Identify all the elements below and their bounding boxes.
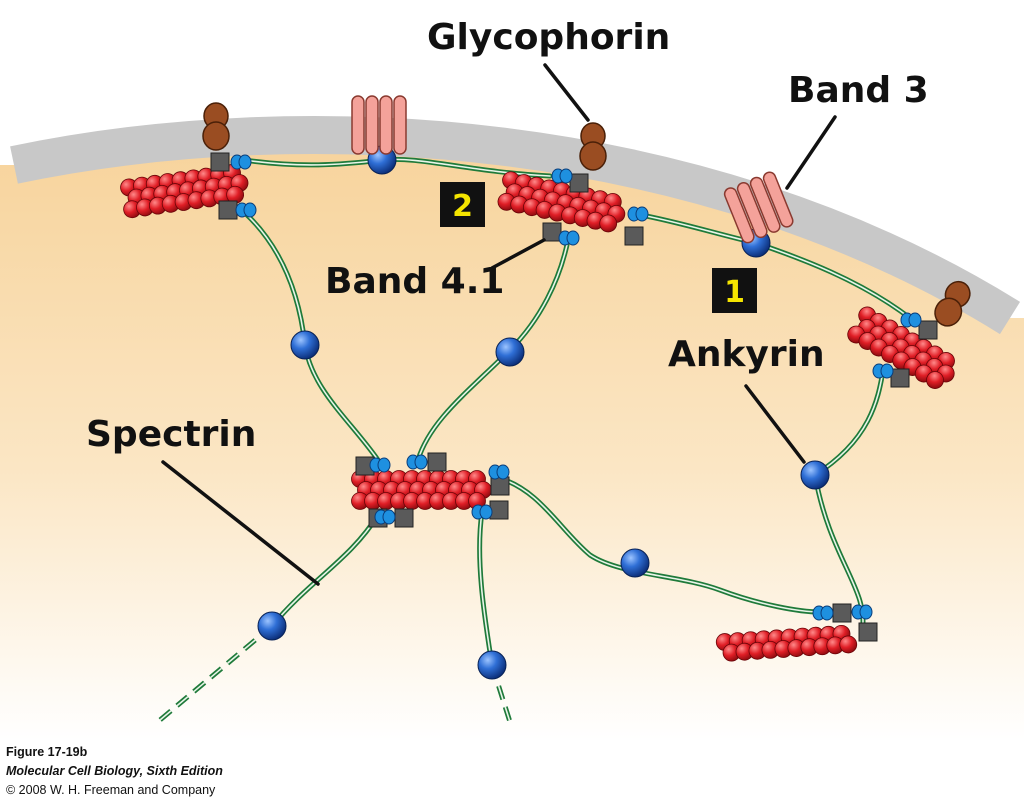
cytoplasm <box>0 135 1024 741</box>
spectrin-strand-core <box>814 370 884 476</box>
ankyrin-leader <box>744 384 806 464</box>
ankyrin-sphere <box>477 650 507 680</box>
band41-box <box>218 200 238 220</box>
band41-box <box>490 476 510 496</box>
band41-box <box>624 226 644 246</box>
badge-1-text: 1 <box>724 275 745 310</box>
band41-box <box>542 222 562 242</box>
band3-protein-left <box>351 95 407 155</box>
spectrin-strand-core <box>498 477 821 613</box>
band41-box <box>394 508 414 528</box>
figure-number: Figure 17-19b <box>6 745 88 759</box>
band3-leader <box>785 115 837 190</box>
actin-bead <box>926 371 944 389</box>
band41-box <box>918 320 938 340</box>
actin-filament-top-left <box>120 164 249 219</box>
adapter-bead <box>908 312 922 328</box>
band41-box <box>858 622 878 642</box>
band41-box <box>890 368 910 388</box>
label-ankyrin: Ankyrin <box>668 334 825 375</box>
actin-filament-bottom-right <box>715 624 858 662</box>
adapter-bead <box>880 363 894 379</box>
band41-leader <box>490 238 546 270</box>
ankyrin-sphere <box>257 611 287 641</box>
step-badge-1: 1 <box>712 268 757 313</box>
adapter-bead <box>238 154 252 170</box>
adapter-bead <box>559 168 573 184</box>
spectrin-strand-core <box>478 511 493 666</box>
band41-box <box>489 500 509 520</box>
actin-filament-center <box>351 470 492 510</box>
adapter-bead <box>479 504 493 520</box>
ankyrin-sphere <box>800 460 830 490</box>
adapter-bead <box>377 457 391 473</box>
actin-bead <box>839 635 858 654</box>
ankyrin-sphere <box>290 330 320 360</box>
band41-box <box>210 152 230 172</box>
glycophorin-protein-2 <box>579 122 607 171</box>
glycophorin-protein-3 <box>934 280 971 327</box>
adapter-bead <box>414 454 428 470</box>
label-glycophorin: Glycophorin <box>427 17 670 58</box>
actin-filaments <box>120 164 955 662</box>
spectrin-strand-core <box>271 514 379 627</box>
plasma-membrane <box>10 116 1021 335</box>
leader-lines <box>161 63 837 586</box>
book-title: Molecular Cell Biology, Sixth Edition <box>6 764 223 778</box>
spectrin-leader <box>161 460 320 586</box>
actin-bead <box>599 214 618 233</box>
glycophorin-leader <box>543 63 590 122</box>
spectrin-strand-dashed-core <box>159 625 273 721</box>
label-band41: Band 4.1 <box>325 261 504 302</box>
glycophorin-protein-1 <box>202 102 230 151</box>
label-band3: Band 3 <box>788 70 929 111</box>
ankyrin-sphere <box>620 548 650 578</box>
step-badge-2: 2 <box>440 182 485 227</box>
adapter-bead <box>243 202 257 218</box>
adapter-bead <box>496 464 510 480</box>
adapter-bead <box>635 206 649 222</box>
copyright-line: © 2008 W. H. Freeman and Company <box>6 783 216 797</box>
junctional-complexes <box>210 152 938 642</box>
adapter-bead <box>859 604 873 620</box>
band41-box <box>569 173 589 193</box>
label-spectrin: Spectrin <box>86 414 256 455</box>
ankyrin-sphere <box>495 337 525 367</box>
band3-protein-right <box>723 171 794 244</box>
adapter-bead <box>382 509 396 525</box>
band41-box <box>427 452 447 472</box>
band41-box <box>832 603 852 623</box>
adapter-bead <box>566 230 580 246</box>
badge-2-text: 2 <box>452 189 473 224</box>
adapter-bead <box>820 605 834 621</box>
actin-filament-right <box>847 306 955 389</box>
